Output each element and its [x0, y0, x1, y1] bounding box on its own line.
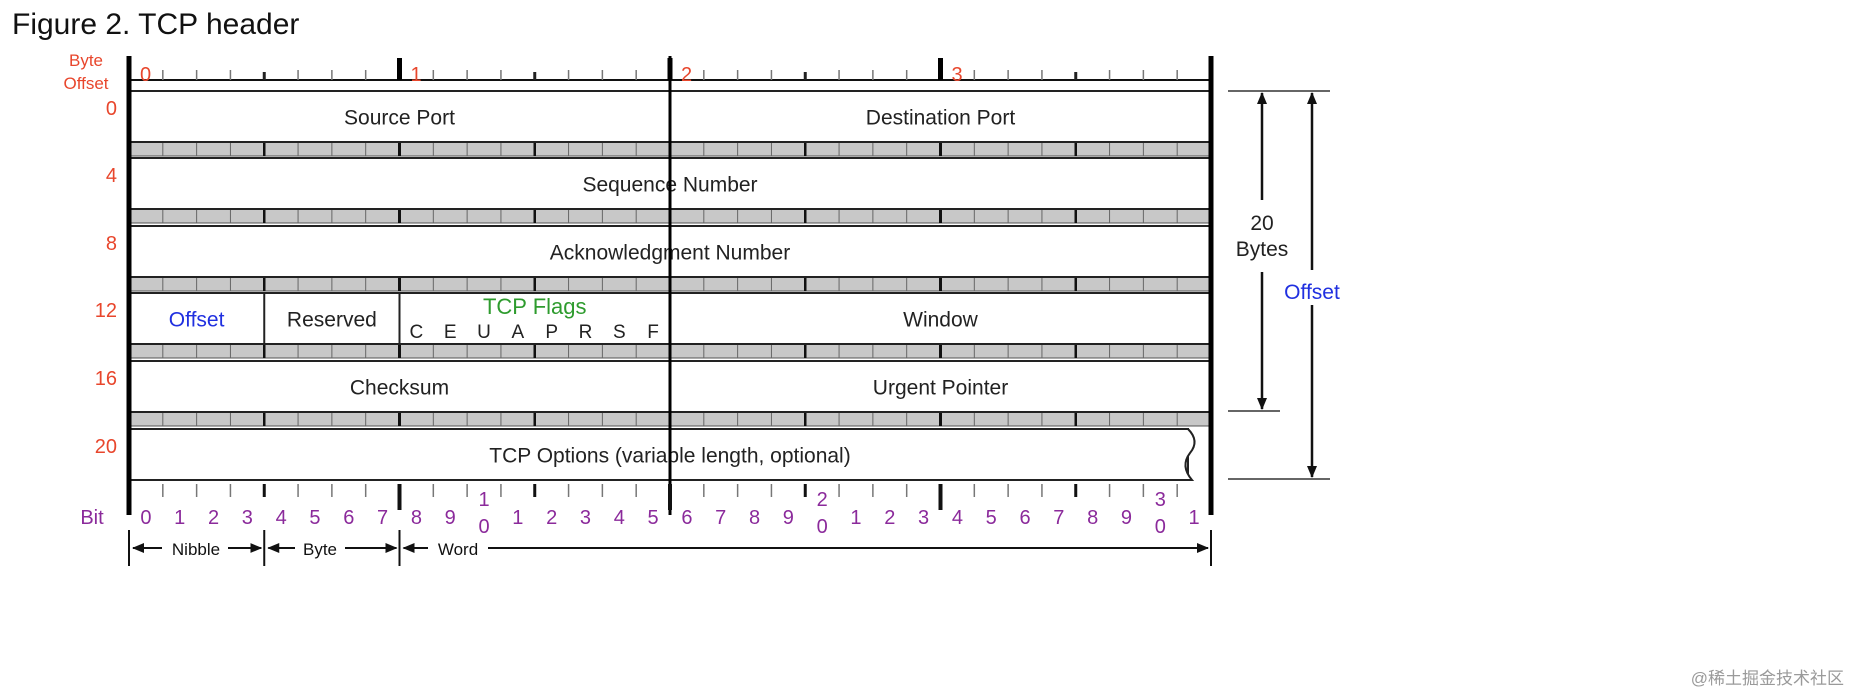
- field-window: Window: [903, 309, 979, 332]
- row-offset-12: 12: [95, 300, 117, 322]
- field-urgent-pointer: Urgent Pointer: [873, 377, 1008, 400]
- field-checksum: Checksum: [350, 377, 449, 400]
- bit-number-11: 1: [512, 507, 523, 529]
- flag-S: S: [613, 322, 626, 343]
- byte-number-1: 1: [411, 64, 422, 86]
- bit-number-5: 5: [309, 507, 320, 529]
- bit-number-22: 2: [884, 507, 895, 529]
- bit-number-6: 6: [343, 507, 354, 529]
- size-bytes-label: Bytes: [1236, 238, 1289, 261]
- bit-number-1: 1: [174, 507, 185, 529]
- flag-C: C: [410, 322, 424, 343]
- offset-total-label: Offset: [1284, 281, 1340, 304]
- bit-number-10-ones: 0: [478, 516, 489, 538]
- bit-number-21: 1: [850, 507, 861, 529]
- bit-number-26: 6: [1019, 507, 1030, 529]
- flag-P: P: [545, 322, 558, 343]
- bit-number-19: 9: [783, 507, 794, 529]
- bit-number-27: 7: [1053, 507, 1064, 529]
- row-5-box: [128, 428, 1189, 481]
- bit-number-13: 3: [580, 507, 591, 529]
- bit-number-30-tens: 3: [1155, 489, 1166, 511]
- bit-number-12: 2: [546, 507, 557, 529]
- flag-U: U: [477, 322, 491, 343]
- flag-R: R: [579, 322, 593, 343]
- tcp-flags-title: TCP Flags: [483, 294, 587, 319]
- nibble-label: Nibble: [172, 540, 220, 559]
- bit-number-23: 3: [918, 507, 929, 529]
- field-source-port: Source Port: [344, 107, 455, 130]
- bit-number-20-tens: 2: [817, 489, 828, 511]
- row-offset-4: 4: [106, 165, 117, 187]
- byte-label: Byte: [303, 540, 337, 559]
- byte-offset-label-2: Offset: [63, 74, 108, 93]
- flag-E: E: [444, 322, 457, 343]
- row-offset-20: 20: [95, 436, 117, 458]
- bit-number-25: 5: [986, 507, 997, 529]
- bit-number-7: 7: [377, 507, 388, 529]
- bit-number-30-ones: 0: [1155, 516, 1166, 538]
- bit-number-20-ones: 0: [817, 516, 828, 538]
- bit-number-15: 5: [648, 507, 659, 529]
- bit-number-18: 8: [749, 507, 760, 529]
- bit-number-16: 6: [681, 507, 692, 529]
- byte-offset-label-1: Byte: [69, 51, 103, 70]
- ragged-edge: [1183, 428, 1196, 481]
- byte-number-3: 3: [952, 64, 963, 86]
- bit-number-10-tens: 1: [478, 489, 489, 511]
- bit-number-31: 1: [1189, 507, 1200, 529]
- bit-number-0: 0: [140, 507, 151, 529]
- bit-number-24: 4: [952, 507, 963, 529]
- bit-number-4: 4: [276, 507, 287, 529]
- bit-number-2: 2: [208, 507, 219, 529]
- bit-label: Bit: [80, 507, 104, 529]
- flag-A: A: [512, 322, 525, 343]
- row-offset-0: 0: [106, 98, 117, 120]
- row-offset-8: 8: [106, 233, 117, 255]
- word-label: Word: [438, 540, 478, 559]
- byte-number-0: 0: [140, 64, 151, 86]
- bit-number-29: 9: [1121, 507, 1132, 529]
- bit-number-8: 8: [411, 507, 422, 529]
- bit-number-17: 7: [715, 507, 726, 529]
- size-20-label: 20: [1250, 212, 1273, 235]
- watermark: @稀土掘金技术社区: [1690, 669, 1844, 688]
- flag-F: F: [647, 322, 659, 343]
- field-reserved: Reserved: [287, 309, 377, 332]
- bit-number-9: 9: [445, 507, 456, 529]
- field-destination-port: Destination Port: [866, 107, 1016, 130]
- field-offset: Offset: [169, 309, 225, 332]
- figure-title: Figure 2. TCP header: [12, 8, 300, 41]
- byte-number-2: 2: [681, 64, 692, 86]
- bit-number-28: 8: [1087, 507, 1098, 529]
- bit-number-3: 3: [242, 507, 253, 529]
- row-offset-16: 16: [95, 368, 117, 390]
- bit-number-14: 4: [614, 507, 625, 529]
